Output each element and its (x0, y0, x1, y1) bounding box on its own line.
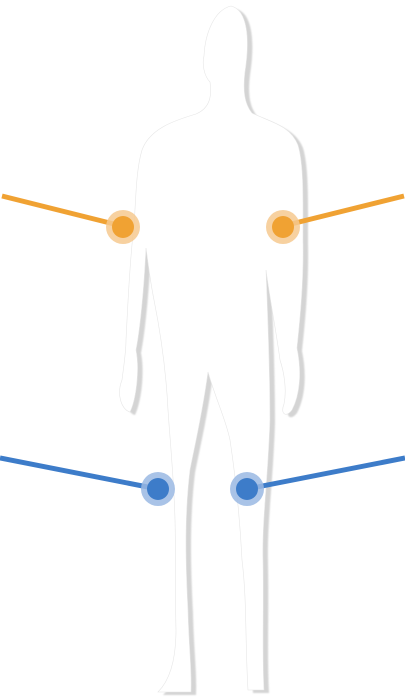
marker-right-elbow (266, 193, 405, 244)
marker-left-elbow (1, 193, 140, 244)
marker-dot-left-knee (147, 478, 169, 500)
leader-line-left-elbow (1, 193, 123, 229)
marker-right-knee (230, 455, 405, 506)
leader-line-left-knee (0, 455, 159, 492)
silhouette-body (119, 5, 304, 693)
marker-left-knee (0, 455, 175, 506)
leader-line-right-knee (246, 455, 405, 492)
human-silhouette-icon (119, 5, 309, 695)
leader-line-right-elbow (282, 193, 405, 229)
marker-dot-right-elbow (272, 216, 294, 238)
marker-dot-left-elbow (112, 216, 134, 238)
marker-dot-right-knee (236, 478, 258, 500)
